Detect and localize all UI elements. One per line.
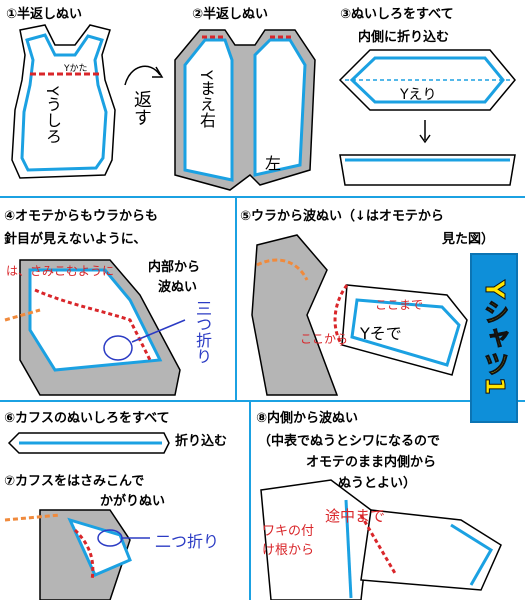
step5-red-note-start: ここから	[300, 332, 349, 346]
step2-front-left-label: 左	[265, 154, 282, 173]
step1-title: ①半返しぬい	[6, 7, 83, 22]
step8-red-note-start: ワキの付け根から	[262, 524, 315, 558]
step3-collar-label: Yえり	[400, 87, 437, 103]
step7-title-line1: ⑦カフスをはさみこんで	[4, 474, 145, 489]
step4-blue-note: 三つ折り	[193, 300, 212, 364]
step4-red-note: は、さみこむように	[6, 264, 115, 278]
step8-title-line4: ぬうとよい）	[338, 476, 417, 491]
step1-back-panel-drawing	[11, 24, 116, 179]
step8-title-line1: ⑧内側から波ぬい	[256, 411, 359, 426]
step8-title-line2: （中表でぬうとシワになるので	[258, 434, 441, 449]
divider-top	[0, 196, 525, 198]
step2-title: ②半返しぬい	[192, 7, 269, 22]
step4-title-line3: 内部から	[148, 260, 201, 275]
step5-title-line1: ⑤ウラから波ぬい（↓はオモテから	[240, 209, 444, 224]
step7-cuff-attach-drawing	[4, 509, 150, 600]
step1-yoke-label: Yかた	[64, 64, 88, 74]
divider-middle	[0, 400, 525, 402]
step7-blue-note: 二つ折り	[155, 532, 220, 551]
step4-title-line4: 波ぬい	[158, 280, 198, 295]
step8-red-note-end: 途中まで	[325, 507, 386, 525]
step1-back-label: Yうしろ	[43, 86, 62, 144]
step3-title-line2: 内側に折り込む	[358, 30, 450, 45]
flip-arrow	[124, 65, 164, 86]
divider-vertical-top	[235, 196, 237, 400]
step4-title-line1: ④オモテからもウラからも	[4, 209, 159, 224]
step2-front-right-label: Yまえ右	[197, 70, 216, 128]
step6-cuff-drawing	[7, 432, 170, 454]
banner-text: Yシャツ1	[479, 279, 510, 395]
step5-title-line2: 見た図）	[442, 232, 495, 247]
step5-red-note-end: ここまで	[375, 298, 424, 312]
step3-title-line1: ③ぬいしろをすべて	[340, 7, 454, 22]
flip-arrow-text: 返す	[131, 90, 152, 126]
divider-vertical-bottom	[249, 400, 251, 600]
step2-front-panels-drawing	[174, 29, 316, 191]
step3-collar-drawing	[338, 49, 516, 186]
step8-side-seam-drawing	[260, 479, 502, 600]
step5-sleeve-attach-drawing	[251, 234, 468, 396]
step8-title-line3: オモテのまま内側から	[306, 455, 437, 470]
title-banner: Yシャツ1	[470, 253, 518, 423]
step6-title-line2: 折り込む	[175, 434, 228, 449]
step4-collar-attach-drawing	[4, 259, 186, 396]
step7-title-line2: かがりぬい	[100, 494, 166, 509]
step5-sleeve-label: Yそで	[360, 324, 402, 343]
step4-title-line2: 針目が見えないように、	[4, 232, 147, 247]
step6-title-line1: ⑥カフスのぬいしろをすべて	[4, 411, 170, 426]
